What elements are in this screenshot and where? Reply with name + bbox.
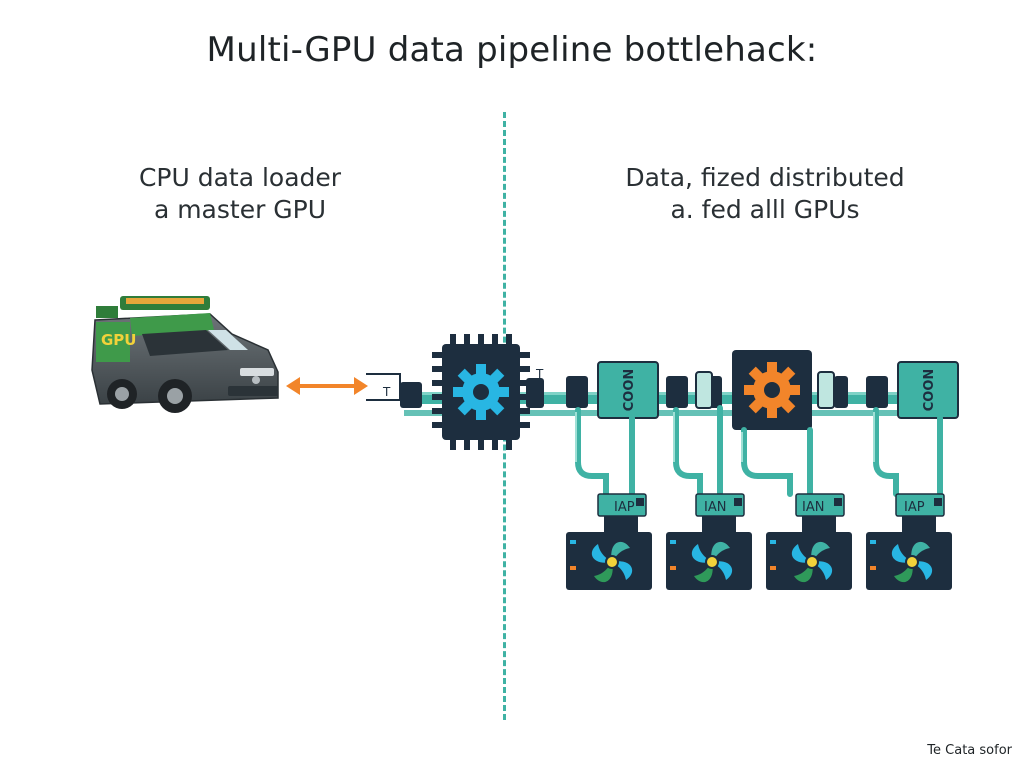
van-icon (91, 296, 279, 413)
pipe-joints (400, 376, 888, 408)
fan-label-1: IAP (614, 500, 635, 515)
fan-plate-2 (695, 493, 745, 532)
right-caption-line-1: Data, fized distributed (625, 163, 905, 192)
fan-plate-1 (597, 493, 647, 532)
fan-label-4: IAP (904, 500, 925, 515)
left-caption: CPU data loader a master GPU (110, 162, 370, 226)
flanges (695, 371, 835, 409)
gear-icon (453, 364, 509, 420)
footer-text: Te Cata sofor (927, 743, 1012, 758)
left-caption-line-1: CPU data loader (138, 163, 342, 192)
down-pipes-highlight (575, 412, 875, 462)
right-port-label: T (535, 367, 544, 381)
diagram-title: Multi-GPU data pipeline bottlehack: (206, 30, 818, 70)
fan-icon (591, 541, 633, 583)
bidirectional-arrow (286, 377, 368, 395)
left-port-label: T (382, 385, 391, 399)
fan-icon (791, 541, 833, 583)
fan-icon (891, 541, 933, 583)
module-box-2 (897, 361, 959, 419)
module-label-1: COON (622, 369, 637, 412)
down-pipes (575, 405, 943, 497)
van-badge: GPU (101, 331, 137, 349)
module-box-1 (597, 361, 659, 419)
fan-icon (691, 541, 733, 583)
gear-icon (744, 362, 800, 418)
fan-plate-3 (795, 493, 845, 532)
module-label-2: COON (922, 369, 937, 412)
fan-label-3: IAN (802, 500, 824, 515)
right-caption: Data, fized distributed a. fed alll GPUs (600, 162, 930, 226)
right-caption-line-2: a. fed alll GPUs (670, 195, 860, 224)
fan-plate-4 (895, 493, 945, 532)
fan-label-2: IAN (704, 500, 726, 515)
left-caption-line-2: a master GPU (153, 195, 327, 224)
